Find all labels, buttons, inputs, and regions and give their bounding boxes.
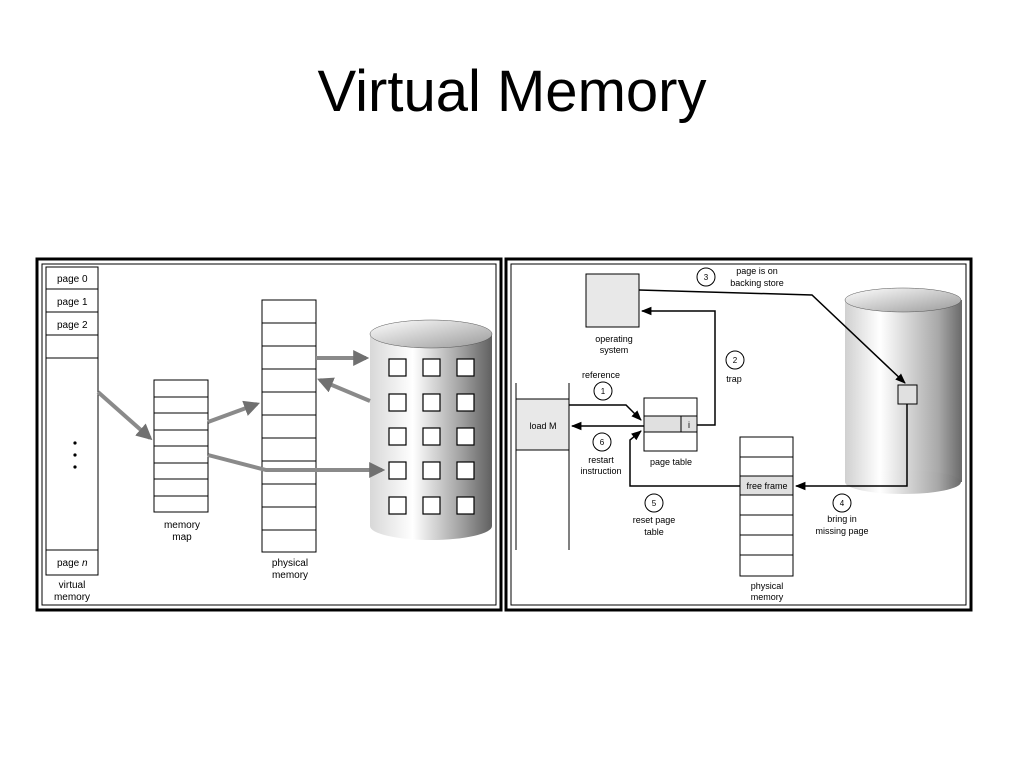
map-to-physical-arrow: [207, 400, 261, 424]
disk-blocks: [388, 358, 475, 515]
physical-memory-right-caption-1: physical: [751, 581, 784, 591]
slide-title: Virtual Memory: [317, 59, 707, 124]
memory-map: memory map: [153, 379, 209, 543]
virtual-to-map-arrow: [96, 390, 153, 441]
step-4-label-1: bring in: [827, 514, 857, 524]
disk-to-physical-arrow: [317, 377, 371, 403]
flow-arrows: [569, 289, 908, 491]
virtual-memory-caption-2: memory: [54, 592, 90, 603]
step-4: 4 bring in missing page: [815, 493, 869, 536]
page-table: i page table: [643, 397, 698, 467]
step-3: 3 page is on backing store: [696, 266, 784, 288]
os-label-2: system: [600, 345, 629, 355]
step-2-label: trap: [726, 374, 742, 384]
step-1-label: reference: [582, 370, 620, 380]
step-1-number: 1: [601, 387, 606, 396]
step-3-number: 3: [704, 273, 709, 282]
virtual-page-0: page 0: [57, 274, 88, 285]
operating-system-box: [585, 273, 640, 328]
step-6-label-1: restart: [588, 455, 614, 465]
backing-store-cylinder: [844, 287, 962, 494]
ellipsis-dot: [73, 453, 77, 457]
ellipsis-dot: [73, 465, 77, 469]
memory-map-caption-2: map: [172, 532, 192, 543]
virtual-page-n: page n: [57, 558, 88, 569]
free-frame-label: free frame: [746, 481, 787, 491]
map-to-disk-arrow: [207, 453, 386, 478]
virtual-memory-caption-1: virtual: [59, 580, 86, 591]
step-2: 2 trap: [725, 350, 745, 384]
step-5-label-2: table: [644, 527, 664, 537]
step-1: 1 reference: [582, 370, 620, 401]
ellipsis-dot: [73, 441, 77, 445]
physical-memory-right-caption-2: memory: [751, 592, 784, 602]
step-4-label-2: missing page: [815, 526, 868, 536]
step-6-number: 6: [600, 438, 605, 447]
reset-table-arrow: [629, 430, 740, 487]
os-label-1: operating: [595, 334, 633, 344]
invalid-bit: i: [688, 420, 690, 430]
step-5-number: 5: [652, 499, 657, 508]
step-5: 5 reset page table: [633, 493, 676, 537]
step-4-number: 4: [840, 499, 845, 508]
step-3-label-1: page is on: [736, 266, 778, 276]
physical-memory-caption-2: memory: [272, 570, 308, 581]
virtual-page-1: page 1: [57, 297, 88, 308]
left-diagram: page 0 page 1 page 2 page n virtual memo…: [35, 257, 503, 612]
step-3-label-2: backing store: [730, 278, 784, 288]
physical-memory-left: physical memory: [261, 299, 317, 581]
virtual-page-2: page 2: [57, 320, 88, 331]
missing-page-block: [897, 384, 918, 405]
page-table-label: page table: [650, 457, 692, 467]
disk-cylinder-left: [369, 319, 493, 540]
step-6: 6 restart instruction: [580, 432, 622, 476]
virtual-memory: page 0 page 1 page 2 page n virtual memo…: [45, 266, 99, 603]
bring-in-arrow: [794, 404, 908, 491]
mapping-arrows: [96, 350, 386, 478]
right-diagram: operating system load M i page table fre…: [504, 257, 973, 612]
memory-map-caption-1: memory: [164, 520, 200, 531]
step-5-label-1: reset page: [633, 515, 676, 525]
step-2-number: 2: [733, 356, 738, 365]
physical-memory-caption-1: physical: [272, 558, 308, 569]
load-instruction: load M: [529, 421, 556, 431]
reference-arrow: [569, 404, 642, 421]
physical-memory-right: free frame physical memory: [739, 436, 794, 602]
trap-arrow: [640, 306, 716, 426]
load-instruction-box: [515, 398, 570, 451]
backing-store-arrow: [638, 289, 906, 384]
step-6-label-2: instruction: [580, 466, 621, 476]
